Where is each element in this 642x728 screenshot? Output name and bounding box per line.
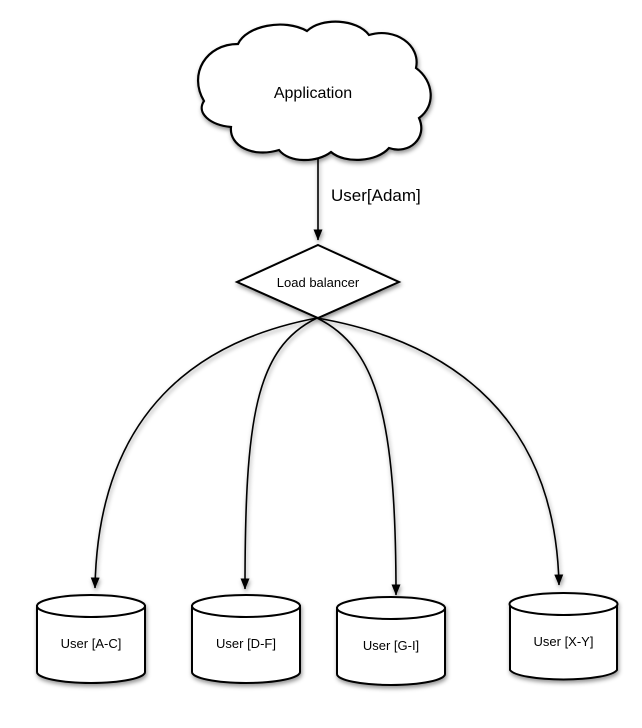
edge-lb-to-shard-d-f	[240, 317, 318, 590]
node-application	[197, 20, 432, 162]
node-shard-a-c	[36, 594, 146, 684]
node-shard-d-f	[191, 594, 301, 684]
node-load-balancer	[234, 243, 402, 320]
shard-d-f-label: User [D-F]	[216, 636, 276, 651]
node-shard-g-i	[336, 596, 446, 686]
shard-g-i-label: User [G-I]	[363, 638, 419, 653]
application-label: Application	[274, 85, 352, 102]
edge-lb-to-shard-x-y	[316, 317, 564, 586]
shard-a-c-label: User [A-C]	[61, 636, 122, 651]
node-shard-x-y	[508, 592, 619, 681]
edge-app-to-lb-label: User[Adam]	[331, 186, 421, 205]
edge-lb-to-shard-a-c	[90, 317, 318, 589]
shard-x-y-label: User [X-Y]	[534, 634, 594, 649]
load-balancer-label: Load balancer	[277, 275, 360, 290]
edge-lb-to-shard-g-i	[316, 317, 401, 596]
